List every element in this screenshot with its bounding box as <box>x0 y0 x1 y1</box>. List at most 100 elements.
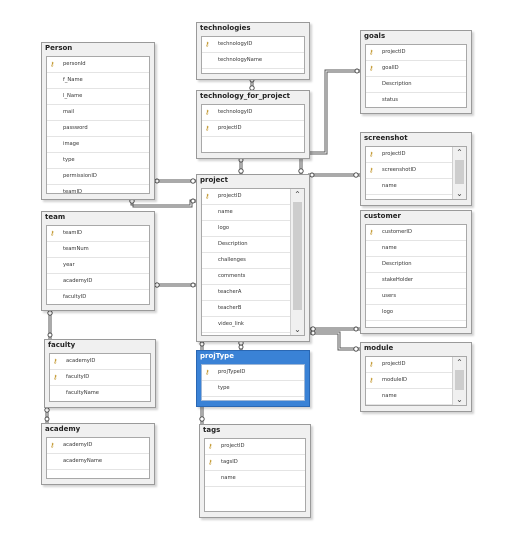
column-row[interactable]: permissionID <box>47 169 149 185</box>
column-row[interactable]: technologyName <box>202 53 304 69</box>
column-row[interactable]: name <box>366 241 466 257</box>
column-row[interactable]: status <box>366 93 466 107</box>
column-row[interactable]: ⚷tagsID <box>205 455 305 471</box>
column-row[interactable]: ⚷academyID <box>47 438 149 454</box>
scroll-up-icon[interactable]: ⌃ <box>294 190 301 199</box>
relationship-line[interactable] <box>299 69 360 174</box>
vertical-scrollbar[interactable]: ⌃⌄ <box>290 189 304 335</box>
column-row[interactable]: facultyID <box>47 290 149 304</box>
scroll-down-icon[interactable]: ⌄ <box>456 189 463 198</box>
table-title[interactable]: screenshot <box>364 134 408 142</box>
vertical-scrollbar[interactable]: ⌃⌄ <box>452 147 466 199</box>
table-title[interactable]: faculty <box>48 341 76 349</box>
column-row[interactable]: password <box>47 121 149 137</box>
column-row[interactable]: ⚷projTypeID <box>202 365 304 381</box>
column-row[interactable]: l_Name <box>47 89 149 105</box>
table-title[interactable]: project <box>200 176 228 184</box>
column-row[interactable]: video_link <box>202 317 291 333</box>
table-title[interactable]: tags <box>203 426 221 434</box>
table-title[interactable]: technologies <box>200 24 251 32</box>
column-row[interactable]: Description <box>366 77 466 93</box>
column-row[interactable]: ⚷projectID <box>202 121 304 137</box>
column-row[interactable]: teacherB <box>202 301 291 317</box>
column-row[interactable]: users <box>366 289 466 305</box>
column-row[interactable]: Description <box>202 237 291 253</box>
column-row[interactable]: ⚷personId <box>47 57 149 73</box>
column-name: teamNum <box>63 246 89 252</box>
column-row[interactable]: ⚷technologyID <box>202 37 304 53</box>
scroll-up-icon[interactable]: ⌃ <box>456 148 463 157</box>
column-row[interactable]: type <box>202 381 304 397</box>
column-row[interactable]: ⚷moduleID <box>366 373 453 389</box>
scroll-thumb[interactable] <box>455 160 464 184</box>
column-row[interactable]: ⚷screenshotID <box>366 163 453 179</box>
relationship-line[interactable] <box>301 71 362 174</box>
column-row[interactable]: mail <box>47 105 149 121</box>
column-row[interactable]: ⚷projectID <box>366 357 453 373</box>
table-title[interactable]: goals <box>364 32 386 40</box>
table-title[interactable]: academy <box>45 425 81 433</box>
column-row[interactable]: name <box>205 471 305 487</box>
table-title[interactable]: projType <box>200 352 234 360</box>
column-row[interactable]: Description <box>366 257 466 273</box>
column-row[interactable]: year <box>47 258 149 274</box>
column-name: mail <box>63 109 75 115</box>
column-row[interactable]: type <box>47 153 149 169</box>
scroll-down-icon[interactable]: ⌄ <box>294 325 301 334</box>
column-row[interactable]: name <box>202 205 291 221</box>
column-row[interactable]: ⚷projectID <box>205 439 305 455</box>
column-row[interactable]: ⚷academyID <box>50 354 150 370</box>
column-row[interactable]: challenges <box>202 253 291 269</box>
column-row[interactable]: Description <box>366 405 453 406</box>
scroll-up-icon[interactable]: ⌃ <box>456 358 463 367</box>
column-row[interactable]: facultyName <box>50 386 150 401</box>
table-technology_for_project[interactable]: technology_for_project ⚷technologyID⚷proj… <box>196 90 310 159</box>
table-title[interactable]: Person <box>45 44 73 52</box>
scroll-down-icon[interactable]: ⌄ <box>456 395 463 404</box>
column-row[interactable]: ⚷technologyID <box>202 105 304 121</box>
table-title[interactable]: customer <box>364 212 401 220</box>
relationship-line[interactable] <box>308 331 360 349</box>
column-row[interactable]: ⚷goalID <box>366 61 466 77</box>
column-row[interactable]: ⚷teamID <box>47 226 149 242</box>
column-row[interactable]: academyName <box>47 454 149 470</box>
column-row[interactable]: logo <box>202 221 291 237</box>
column-row[interactable]: path <box>366 195 453 199</box>
column-row[interactable]: ⚷projectID <box>366 147 453 163</box>
column-row[interactable]: ⚷projectID <box>366 45 466 61</box>
column-row[interactable]: f_Name <box>47 73 149 89</box>
column-row[interactable]: academyID <box>47 274 149 290</box>
column-row[interactable]: teamID <box>47 185 149 193</box>
column-row[interactable]: teacherA <box>202 285 291 301</box>
column-row[interactable]: comments <box>202 269 291 285</box>
column-row[interactable]: name <box>366 179 453 195</box>
table-module[interactable]: module ⚷projectID⚷moduleIDnameDescription… <box>360 342 472 412</box>
scroll-thumb[interactable] <box>455 370 464 390</box>
vertical-scrollbar[interactable]: ⌃⌄ <box>452 357 466 405</box>
scroll-thumb[interactable] <box>293 202 302 310</box>
table-screenshot[interactable]: screenshot ⚷projectID⚷screenshotIDnamepat… <box>360 132 472 206</box>
column-row[interactable]: name <box>366 389 453 405</box>
column-row[interactable]: teamNum <box>47 242 149 258</box>
column-row[interactable]: ⚷customerID <box>366 225 466 241</box>
table-title[interactable]: technology_for_project <box>200 92 291 100</box>
table-title[interactable]: module <box>364 344 394 352</box>
column-row[interactable]: ⚷facultyID <box>50 370 150 386</box>
column-row[interactable]: image <box>47 137 149 153</box>
table-title[interactable]: team <box>45 213 66 221</box>
column-row[interactable]: logo <box>366 305 466 321</box>
column-row[interactable]: stakeHolder <box>366 273 466 289</box>
column-row[interactable]: ⚷projectID <box>202 189 291 205</box>
column-row[interactable]: projTypeID <box>202 333 291 335</box>
relationship-line[interactable] <box>308 333 360 351</box>
